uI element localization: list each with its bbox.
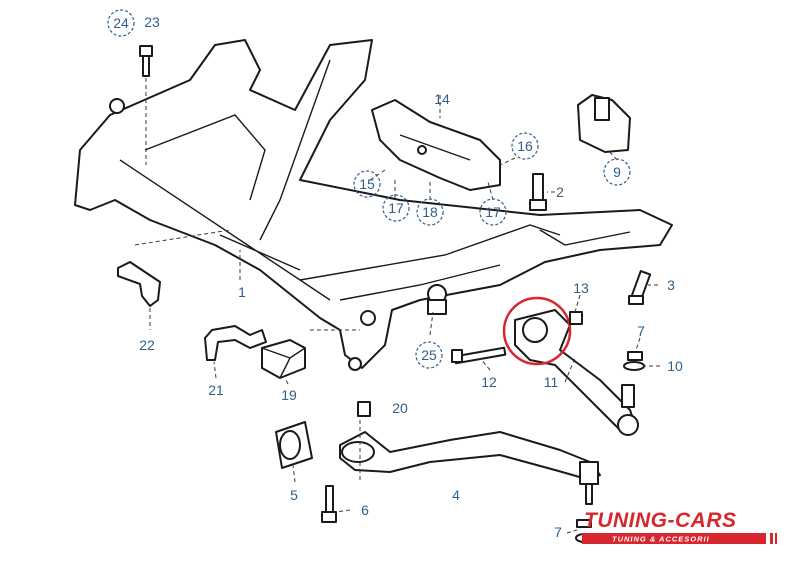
bracket-22 (117, 261, 161, 307)
bushing (275, 421, 313, 469)
leader-lines (134, 78, 660, 534)
mount-bushing (109, 98, 125, 114)
nut-13 (569, 311, 583, 325)
callout-7b: 7 (554, 524, 562, 540)
callout-17a: 17 (388, 200, 404, 216)
bolt-2 (529, 173, 547, 211)
callout-1: 1 (238, 284, 246, 300)
bolt-12 (451, 346, 507, 365)
bracket (577, 94, 631, 153)
callout-9: 9 (613, 164, 621, 180)
callout-11: 11 (544, 374, 559, 390)
callout-2: 2 (556, 184, 564, 200)
front-subframe (74, 39, 673, 371)
callout-circle-9 (603, 158, 631, 186)
callout-circle-16 (511, 132, 539, 160)
logo-tagline: TUNING & ACCESORII (612, 535, 710, 544)
rubber-mount (261, 339, 306, 379)
callout-7a: 7 (637, 323, 645, 339)
callout-4: 4 (452, 487, 460, 503)
callout-13: 13 (573, 280, 589, 296)
logo-name: TUNING-CARS (584, 509, 737, 532)
callout-25: 25 (421, 347, 437, 363)
control-arm (514, 309, 639, 436)
logo-tagline-bar (582, 533, 766, 544)
callout-16: 16 (517, 138, 533, 154)
control-arm-bushing (522, 317, 548, 343)
callout-10: 10 (667, 358, 683, 374)
bolt-6 (321, 485, 337, 523)
callout-circle-17b (479, 198, 507, 226)
callout-3: 3 (667, 277, 675, 293)
callout-6: 6 (361, 502, 369, 518)
bolt-hole (348, 357, 362, 371)
tuning-cars-logo: TUNING-CARS TUNING & ACCESORII (582, 509, 777, 544)
tension-strut (339, 431, 601, 505)
callout-14: 14 (434, 91, 450, 107)
heat-shield (371, 99, 501, 191)
callout-12: 12 (481, 374, 497, 390)
bolt-hole (360, 310, 376, 326)
callout-21: 21 (208, 382, 224, 398)
callout-circle-17a (382, 194, 410, 222)
callout-24: 24 (113, 15, 129, 31)
callout-20: 20 (392, 400, 408, 416)
highlight-circle (502, 296, 572, 366)
callout-circle-15 (353, 170, 381, 198)
bolt-3 (628, 270, 652, 305)
callout-18: 18 (422, 204, 438, 220)
callout-23: 23 (144, 14, 160, 30)
callout-5: 5 (290, 487, 298, 503)
callout-19: 19 (281, 387, 297, 403)
callout-circle-24 (107, 9, 135, 37)
sleeve-20 (357, 401, 371, 417)
callout-circle-25 (415, 341, 443, 369)
bracket-21 (204, 325, 267, 361)
bolt-23 (139, 45, 153, 77)
callout-15: 15 (359, 176, 375, 192)
callout-17b: 17 (485, 204, 501, 220)
callout-22: 22 (139, 337, 155, 353)
callout-circle-18 (416, 198, 444, 226)
mount-bushing (427, 299, 447, 315)
washer-10 (623, 361, 645, 371)
nut-7 (627, 351, 643, 361)
